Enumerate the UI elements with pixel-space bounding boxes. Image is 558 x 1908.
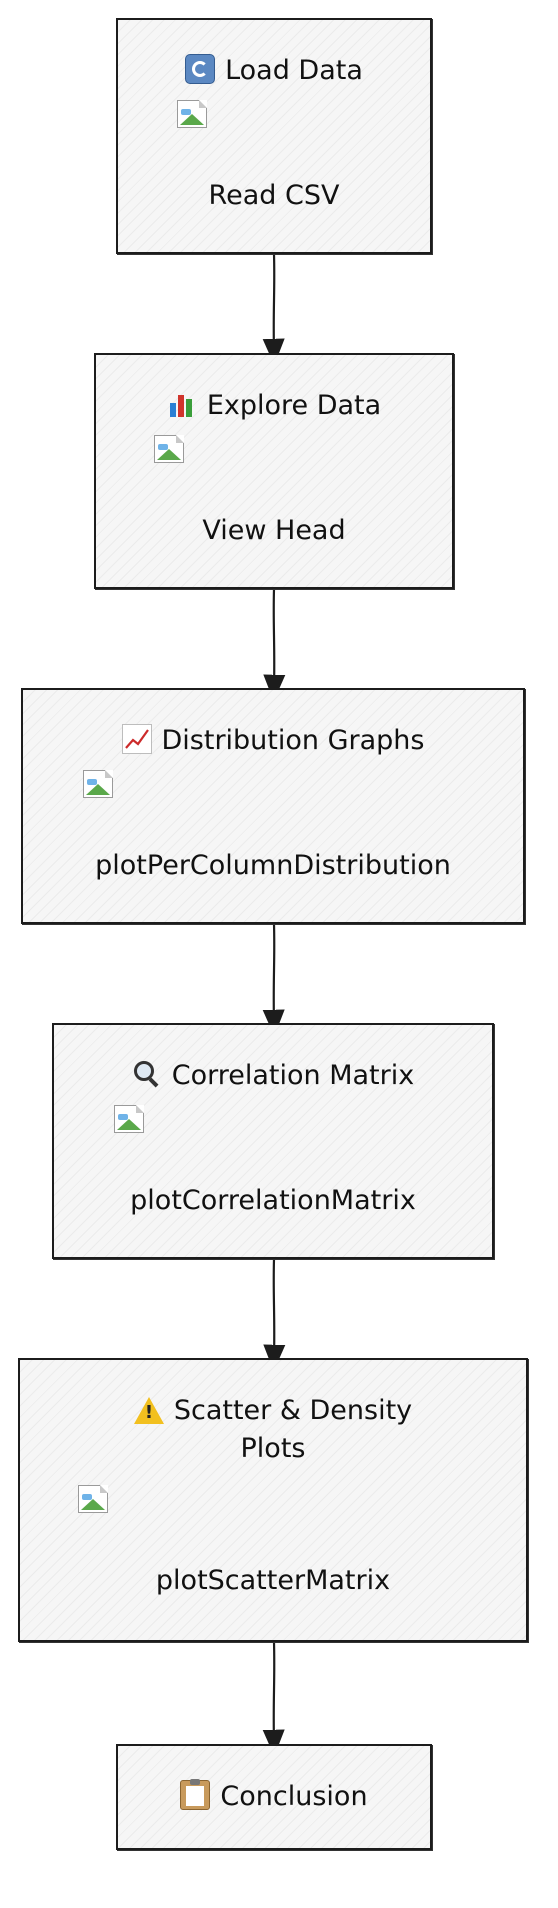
node-subtitle: plotPerColumnDistribution xyxy=(95,850,451,881)
broken-image-icon xyxy=(154,435,184,463)
node-header: Explore Data xyxy=(96,387,452,425)
node-header: Conclusion xyxy=(118,1778,430,1816)
node-subtitle: View Head xyxy=(202,515,346,546)
node-distribution-graphs[interactable]: Distribution Graphs plotPerColumnDistrib… xyxy=(21,688,525,924)
arrow-1 xyxy=(262,253,285,366)
arrow-3 xyxy=(262,923,285,1037)
node-title: Explore Data xyxy=(206,390,382,421)
node-load-data[interactable]: Load Data Read CSV xyxy=(116,18,432,254)
arrow-5 xyxy=(262,1641,285,1757)
node-title: Load Data xyxy=(225,55,363,86)
node-title: Scatter & Density Plots xyxy=(173,1395,413,1464)
node-title: Conclusion xyxy=(220,1781,368,1812)
node-conclusion[interactable]: Conclusion xyxy=(116,1744,432,1850)
refresh-icon xyxy=(185,54,216,84)
node-subtitle: Read CSV xyxy=(208,180,340,211)
broken-image-icon xyxy=(114,1105,144,1133)
node-explore-data[interactable]: Explore Data View Head xyxy=(94,353,454,589)
node-header: Correlation Matrix xyxy=(54,1057,492,1095)
warning-icon xyxy=(133,1397,164,1424)
node-correlation-matrix[interactable]: Correlation Matrix plotCorrelationMatrix xyxy=(52,1023,494,1259)
node-header: Load Data xyxy=(118,52,430,90)
magnifier-icon xyxy=(132,1059,162,1089)
broken-image-icon xyxy=(83,770,113,798)
node-header: Distribution Graphs xyxy=(23,722,523,760)
broken-image-icon xyxy=(78,1485,108,1513)
line-chart-icon xyxy=(121,724,152,754)
node-header: Scatter & Density Plots xyxy=(110,1392,436,1468)
node-title: Distribution Graphs xyxy=(161,725,425,756)
node-scatter-density[interactable]: Scatter & Density Plots plotScatterMatri… xyxy=(18,1358,528,1642)
bar-chart-icon xyxy=(167,389,197,419)
clipboard-icon xyxy=(180,1779,211,1810)
node-subtitle: plotCorrelationMatrix xyxy=(130,1185,416,1216)
node-subtitle: plotScatterMatrix xyxy=(155,1565,391,1596)
arrow-2 xyxy=(263,588,286,702)
node-title: Correlation Matrix xyxy=(171,1060,415,1091)
broken-image-icon xyxy=(177,100,207,128)
arrow-4 xyxy=(263,1258,286,1372)
